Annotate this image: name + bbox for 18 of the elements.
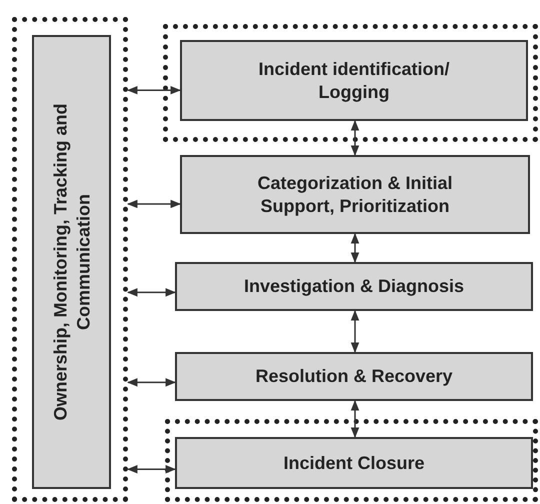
process-box: Categorization & Initial Support, Prioritization xyxy=(180,155,530,234)
arrow xyxy=(350,400,360,438)
process-box: Incident Closure xyxy=(175,437,533,489)
arrow xyxy=(126,288,176,297)
arrow xyxy=(350,310,360,354)
arrow xyxy=(350,232,360,264)
process-box: Incident identification/ Logging xyxy=(180,40,528,121)
arrow xyxy=(126,86,182,94)
process-box: Resolution & Recovery xyxy=(175,352,533,401)
dotted-frame xyxy=(163,24,538,142)
process-box: Ownership, Monitoring, Tracking and Communication xyxy=(32,35,111,489)
arrow xyxy=(126,200,182,208)
process-box: Investigation & Diagnosis xyxy=(175,262,533,311)
arrow xyxy=(126,378,176,387)
dotted-frame xyxy=(165,419,538,502)
dotted-frame xyxy=(12,17,128,502)
arrow xyxy=(350,120,360,156)
arrow xyxy=(126,465,176,474)
